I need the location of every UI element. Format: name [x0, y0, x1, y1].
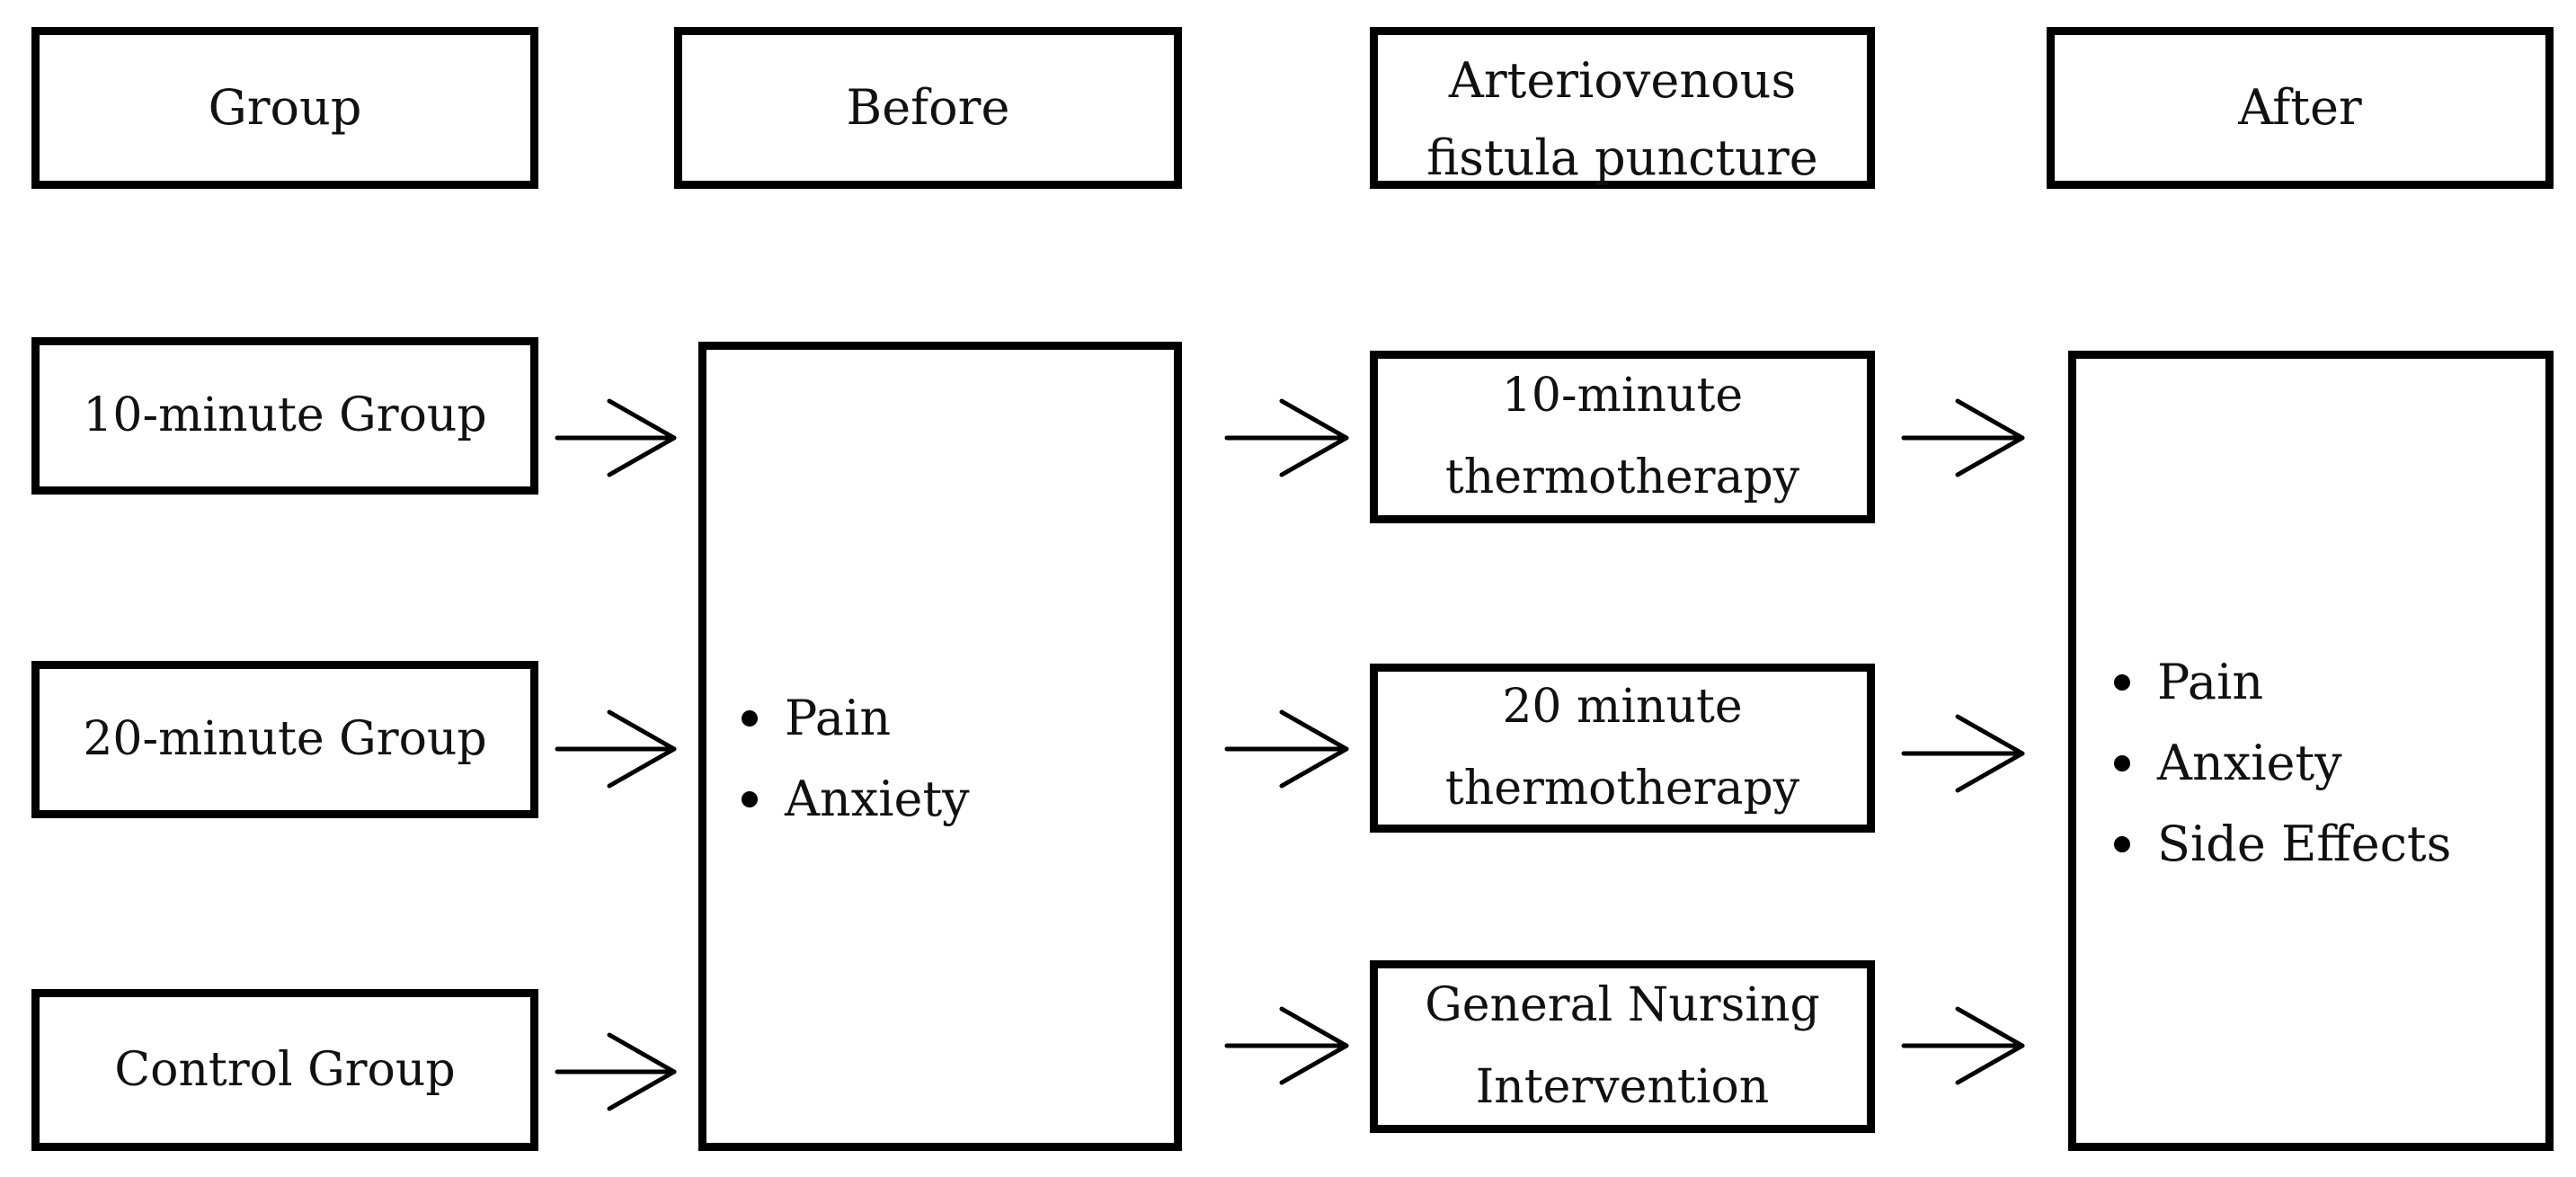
- arrow-10-minute-thermotherapy-to-after: [1901, 398, 2025, 477]
- arrow-before-to-general-nursing: [1224, 1006, 1349, 1085]
- header-before-box: Before: [674, 27, 1182, 189]
- intervention-general-nursing-line2: Intervention: [1475, 1060, 1770, 1114]
- intervention-box-10-minute: 10-minute thermotherapy: [1370, 351, 1875, 523]
- header-before-label: Before: [846, 78, 1010, 136]
- header-puncture-box: Arteriovenous fistula puncture: [1370, 27, 1875, 189]
- intervention-20-minute-line2: thermotherapy: [1444, 762, 1800, 816]
- intervention-box-general-nursing: General Nursing Intervention: [1370, 960, 1875, 1133]
- arrow-20-minute-to-before: [555, 709, 677, 789]
- after-measure-anxiety: Anxiety: [2110, 723, 2451, 804]
- before-measure-pain: Pain: [738, 678, 970, 759]
- group-label-control: Control Group: [114, 1042, 456, 1097]
- after-measure-pain: Pain: [2110, 642, 2451, 723]
- intervention-general-nursing-line1: General Nursing: [1425, 978, 1820, 1032]
- arrow-control-to-before: [555, 1032, 677, 1111]
- group-label-20-minute: 20-minute Group: [83, 712, 487, 766]
- group-label-10-minute: 10-minute Group: [83, 388, 487, 442]
- intervention-10-minute-line2: thermotherapy: [1444, 450, 1800, 504]
- arrow-before-to-10-minute-thermotherapy: [1224, 398, 1349, 477]
- intervention-20-minute-line1: 20 minute: [1502, 680, 1743, 734]
- before-measures-list: Pain Anxiety: [738, 678, 970, 840]
- header-puncture-line1: Arteriovenous: [1448, 52, 1797, 109]
- group-box-control: Control Group: [31, 989, 538, 1151]
- intervention-10-minute-line1: 10-minute: [1501, 369, 1744, 423]
- after-measures-box: Pain Anxiety Side Effects: [2068, 351, 2554, 1151]
- arrow-before-to-20-minute-thermotherapy: [1224, 709, 1349, 789]
- header-after-box: After: [2047, 27, 2554, 189]
- after-measure-side-effects: Side Effects: [2110, 804, 2451, 885]
- header-after-label: After: [2238, 78, 2362, 136]
- arrow-10-minute-to-before: [555, 398, 677, 477]
- group-box-10-minute: 10-minute Group: [31, 337, 538, 495]
- arrow-20-minute-thermotherapy-to-after: [1901, 714, 2025, 793]
- header-group-box: Group: [31, 27, 538, 189]
- after-measures-list: Pain Anxiety Side Effects: [2110, 642, 2451, 885]
- header-group-label: Group: [208, 78, 362, 136]
- before-measure-anxiety: Anxiety: [738, 759, 970, 840]
- header-puncture-line2: fistula puncture: [1426, 129, 1818, 187]
- intervention-box-20-minute: 20 minute thermotherapy: [1370, 664, 1875, 833]
- group-box-20-minute: 20-minute Group: [31, 661, 538, 818]
- before-measures-box: Pain Anxiety: [698, 342, 1182, 1151]
- arrow-general-nursing-to-after: [1901, 1006, 2025, 1085]
